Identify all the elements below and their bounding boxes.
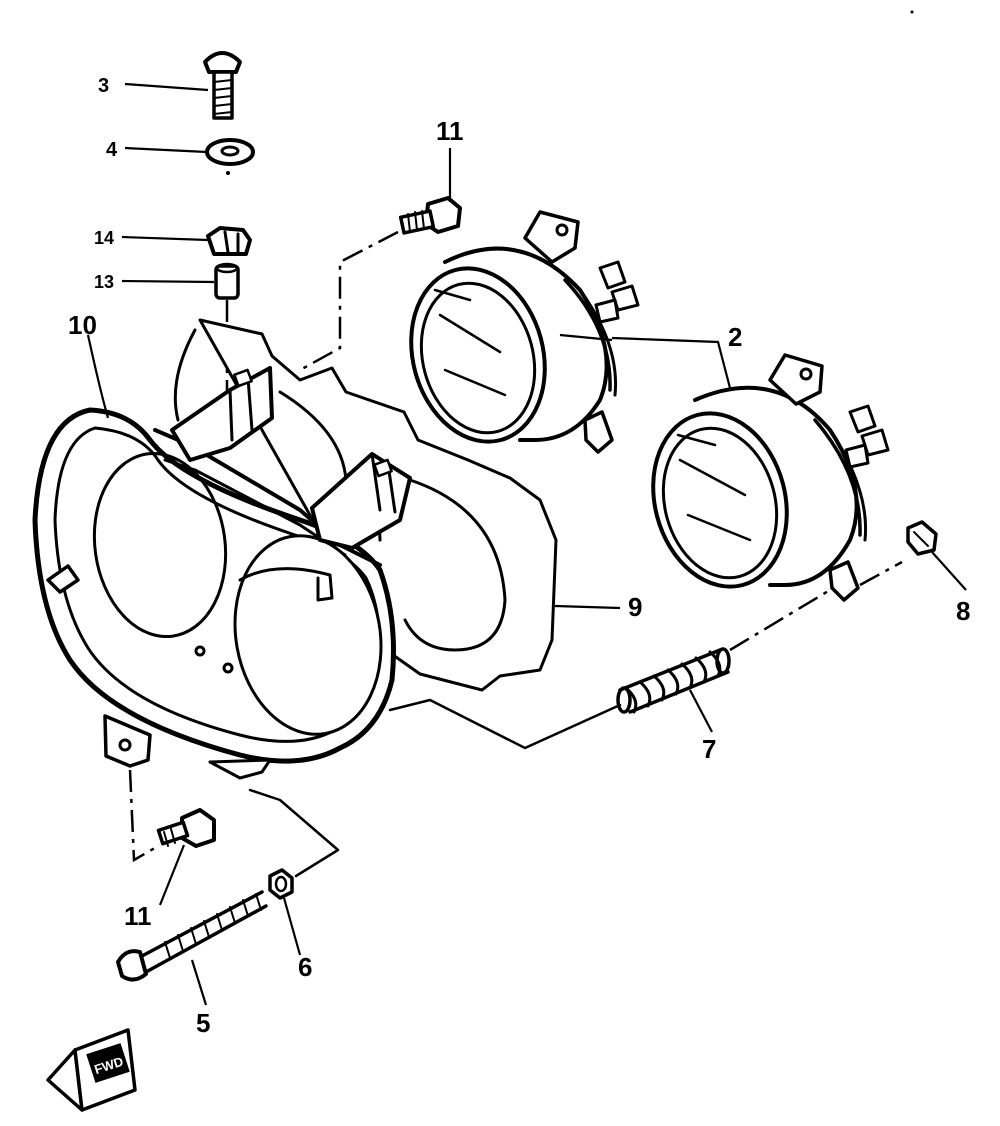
- callout-7: 7: [702, 734, 716, 764]
- callout-5: 5: [196, 1008, 210, 1038]
- callout-11-bottom: 11: [124, 901, 152, 931]
- part-2-headlight-unit-lower: [651, 353, 890, 602]
- part-14-nut: [206, 226, 252, 256]
- part-5-long-screw: [116, 890, 268, 982]
- part-7-spring: [616, 647, 731, 714]
- fwd-arrow-icon: FWD: [46, 1028, 137, 1112]
- callout-8: 8: [956, 596, 970, 626]
- part-11-bolt-top: [398, 196, 462, 235]
- part-10-headlight-body: [32, 407, 396, 780]
- part-2-headlight-unit-upper: [409, 210, 640, 454]
- stray-dot: [910, 10, 914, 14]
- housing-bracket-left: [170, 366, 274, 462]
- part-6-nut: [268, 868, 294, 900]
- assembly-line-housing-spring: [388, 698, 622, 750]
- assembly-line-top-bolt: [299, 230, 399, 372]
- callout-11-top: 11: [436, 116, 464, 146]
- callout-2: 2: [728, 322, 742, 352]
- assembly-line-bottom-bolt: [128, 769, 161, 863]
- callout-3: 3: [98, 75, 109, 97]
- part-8-nut: [906, 520, 938, 556]
- assembly-line-nut-8: [859, 560, 903, 587]
- callout-9: 9: [628, 592, 642, 622]
- assembly-line-spring: [729, 588, 831, 652]
- leader-lines: [86, 82, 967, 1006]
- part-4-washer: [205, 138, 255, 175]
- callout-4: 4: [106, 139, 118, 161]
- callout-10: 10: [68, 310, 97, 340]
- callout-labels: 3 4 14 13 10 11 2 9 8 7 11 6 5: [68, 75, 970, 1038]
- housing-bracket-right: [310, 452, 412, 550]
- callout-13: 13: [94, 272, 114, 292]
- part-3-screw: [203, 51, 242, 120]
- callout-14: 14: [94, 228, 114, 248]
- assembly-line-nut-6: [248, 788, 340, 878]
- callout-6: 6: [298, 952, 312, 982]
- part-13-collar: [214, 262, 240, 300]
- part-11-bolt-bottom: [156, 808, 216, 848]
